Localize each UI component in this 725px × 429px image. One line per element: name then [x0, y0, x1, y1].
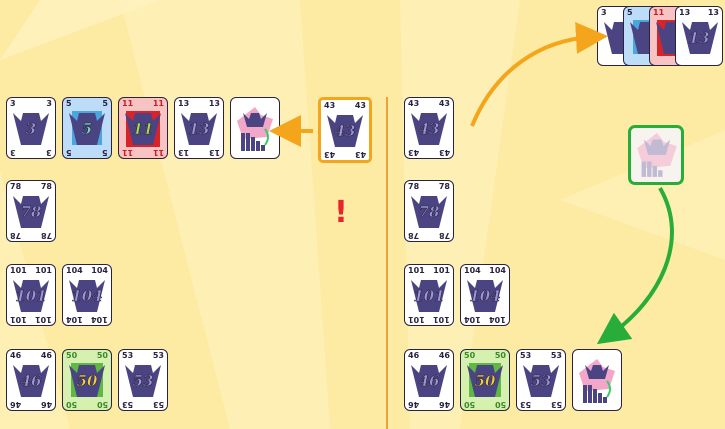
card-index: 11 [122, 148, 133, 156]
card-index: 5 [66, 148, 72, 156]
card-index: 11 [153, 148, 164, 156]
card-46[interactable]: 46 46 46 46 46 [6, 349, 56, 411]
card-index: 13 [178, 148, 189, 156]
card-50[interactable]: 50 50 50 50 50 [62, 349, 112, 411]
card-number: 78 [405, 203, 453, 221]
card-index: 46 [439, 400, 450, 408]
card-index: 78 [10, 231, 21, 239]
card-index: 104 [489, 315, 506, 323]
card-index: 3 [46, 148, 52, 156]
card-101[interactable]: 101 101 101 101 101 [6, 264, 56, 326]
board-divider [386, 97, 388, 429]
card-104[interactable]: 104 104 104 104 104 [62, 264, 112, 326]
card-index: 53 [122, 400, 133, 408]
card-index: 50 [464, 400, 475, 408]
card-104[interactable]: 104 104 104 104 104 [460, 264, 510, 326]
card-index: 53 [520, 400, 531, 408]
card-number: 50 [461, 372, 509, 390]
penalty-card-ghost [628, 125, 684, 185]
penalty-card[interactable] [230, 97, 280, 159]
card-number: 53 [517, 372, 565, 390]
penalty-card-icon [577, 354, 617, 406]
card-index: 104 [66, 315, 83, 323]
card-index: 53 [153, 400, 164, 408]
card-index: 101 [10, 315, 27, 323]
card-101[interactable]: 101 101 101 101 101 [404, 264, 454, 326]
card-43[interactable]: 43 43 43 43 43 [404, 97, 454, 159]
penalty-card[interactable] [572, 349, 622, 411]
card-index: 101 [35, 315, 52, 323]
card-number: 101 [405, 287, 453, 305]
card-index: 46 [408, 400, 419, 408]
card-5[interactable]: 5 5 5 5 5 [62, 97, 112, 159]
card-number: 50 [63, 372, 111, 390]
card-index: 78 [439, 231, 450, 239]
card-index: 104 [91, 315, 108, 323]
card-index: 46 [41, 400, 52, 408]
played-card-43[interactable]: 43 43 43 43 43 [318, 97, 372, 163]
card-index: 101 [408, 315, 425, 323]
card-number: 13 [175, 120, 223, 138]
card-number: 104 [461, 287, 509, 305]
card-number: 5 [63, 120, 111, 138]
card-13[interactable]: 13 13 13 [675, 6, 723, 66]
card-78[interactable]: 78 78 78 78 78 [404, 180, 454, 242]
card-number: 104 [63, 287, 111, 305]
card-46[interactable]: 46 46 46 46 46 [404, 349, 454, 411]
card-number: 53 [119, 372, 167, 390]
card-index: 78 [408, 231, 419, 239]
card-index: 43 [439, 148, 450, 156]
card-index: 104 [464, 315, 481, 323]
card-3[interactable]: 3 3 3 3 3 [6, 97, 56, 159]
card-number: 3 [7, 120, 55, 138]
penalty-card-icon [235, 102, 275, 154]
card-number: 46 [7, 372, 55, 390]
card-index: 101 [433, 315, 450, 323]
card-50[interactable]: 50 50 50 50 50 [460, 349, 510, 411]
card-index: 46 [10, 400, 21, 408]
card-index: 3 [10, 148, 16, 156]
card-index: 43 [355, 150, 366, 158]
card-13[interactable]: 13 13 13 13 13 [174, 97, 224, 159]
card-11[interactable]: 11 11 11 11 11 [118, 97, 168, 159]
card-index: 5 [102, 148, 108, 156]
card-index: 43 [324, 150, 335, 158]
card-number: 101 [7, 287, 55, 305]
card-index: 50 [97, 400, 108, 408]
card-number: 11 [119, 120, 167, 138]
card-index: 50 [495, 400, 506, 408]
card-53[interactable]: 53 53 53 53 53 [516, 349, 566, 411]
card-index: 43 [408, 148, 419, 156]
penalty-card-icon [635, 131, 679, 181]
card-index: 53 [551, 400, 562, 408]
card-78[interactable]: 78 78 78 78 78 [6, 180, 56, 242]
card-index: 50 [66, 400, 77, 408]
card-number: 78 [7, 203, 55, 221]
card-number: 43 [405, 120, 453, 138]
card-53[interactable]: 53 53 53 53 53 [118, 349, 168, 411]
card-number: 13 [676, 29, 722, 47]
card-index: 13 [209, 148, 220, 156]
card-number: 46 [405, 372, 453, 390]
alert-mark: ! [334, 196, 348, 230]
card-number: 43 [321, 122, 369, 140]
card-index: 78 [41, 231, 52, 239]
